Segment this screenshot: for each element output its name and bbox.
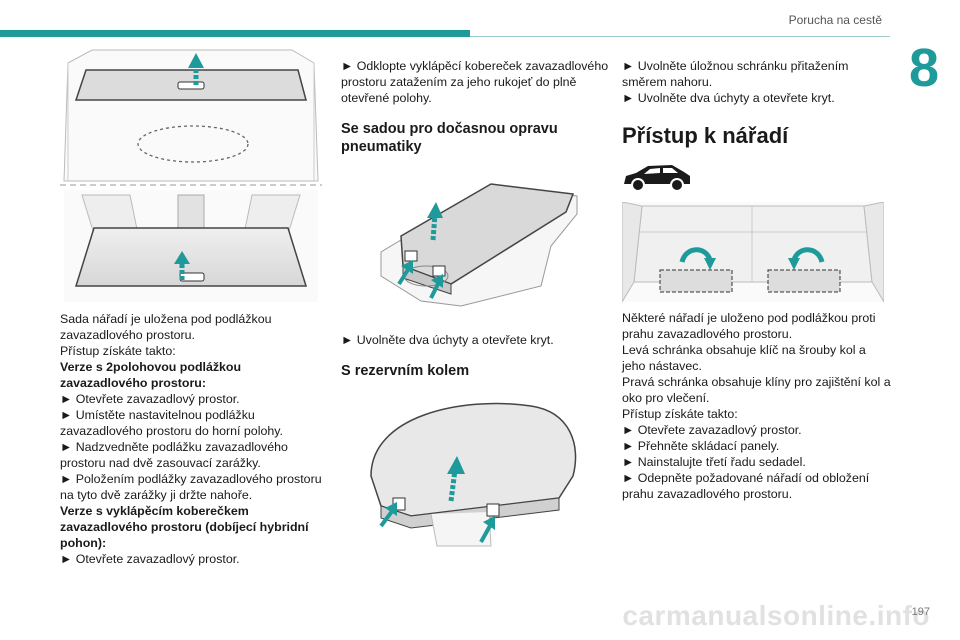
text-line: Přístup získáte takto: [622,407,738,421]
step-line: ► Nainstalujte třetí řadu sedadel. [622,455,806,469]
text-line: směrem nahoru. [622,75,713,89]
up-arrow-icon [447,456,465,502]
subheading-line: zavazadlového prostoru: [60,376,206,390]
section-heading-repair-kit: Se sadou pro dočasnou opravu pneumatiky [341,120,607,156]
text-line: prahu zavazadlového prostoru. [622,327,793,341]
step-line: ► Otevřete zavazadlový prostor. [622,423,802,437]
text-line: prostoru zatažením za jeho rukojeť do pl… [341,75,577,89]
text-line: Přístup získáte takto: [60,344,176,358]
text-line: na tyto dvě zarážky ji držte nahoře. [60,488,253,502]
step-line: ► Uvolněte dva úchyty a otevřete kryt. [341,333,554,347]
up-arrow-icon [479,516,495,543]
section-heading-tools: Přístup k nářadí [622,123,789,148]
text-line: Sada nářadí je uložena pod podlážkou [60,312,272,326]
column-3: ► Uvolněte úložnou schránku přitažením s… [622,58,891,502]
text-line: Některé nářadí je uloženo pod podlážkou … [622,311,876,325]
step-line: ► Přehněte skládací panely. [622,439,780,453]
watermark: carmanualsonline.info [622,600,930,631]
col1-text: Sada nářadí je uložena pod podlážkou zav… [60,311,322,567]
heading-line: Se sadou pro dočasnou opravu [341,121,558,137]
step-line: ► Odepněte požadované nářadí od obložení [622,471,870,485]
text-line: zavazadlového prostoru do horní polohy. [60,424,283,438]
header-rule [470,36,890,37]
subheading-line: Verze s vyklápěcím koberečkem [60,504,249,518]
text-line: Pravá schránka obsahuje klíny pro zajišt… [622,375,891,389]
up-arrow-icon [427,202,443,241]
text-line: prostoru nad dvě zasouvací zarážky. [60,456,261,470]
tool-compartment-illustration [622,202,884,302]
header-accent-bar [0,30,470,37]
text-line: otevřené polohy. [341,91,432,105]
column-2: ► Odklopte vyklápěcí kobereček zavazadlo… [341,58,609,556]
step-line: ► Odklopte vyklápěcí kobereček zavazadlo… [341,59,609,73]
column-1: Sada nářadí je uložena pod podlážkou zav… [60,48,322,567]
up-arrow-icon [379,502,397,528]
section-heading-spare-wheel: S rezervním kolem [341,363,470,379]
text-line: jeho nástavec. [622,359,702,373]
step-line: ► Otevřete zavazadlový prostor. [60,552,240,566]
curved-arrow-icon [788,247,825,270]
curved-arrow-icon [679,247,716,270]
page-number: 197 [911,606,930,618]
text-line: Levá schránka obsahuje klíč na šrouby ko… [622,343,866,357]
subheading-line: zavazadlového prostoru (dobíjecí hybridn… [60,520,309,534]
step-line: ► Nadzvedněte podlážku zavazadlového [60,440,288,454]
chapter-number: 8 [908,38,940,98]
spare-wheel-cover-illustration [370,402,577,547]
step-line: ► Položením podlážky zavazadlového prost… [60,472,322,486]
step-line: ► Uvolněte úložnou schránku přitažením [622,59,849,73]
step-line: ► Uvolněte dva úchyty a otevřete kryt. [622,91,835,105]
step-line: ► Otevřete zavazadlový prostor. [60,392,240,406]
step-line: ► Umístěte nastavitelnou podlážku [60,408,255,422]
car-silhouette-icon [624,165,690,192]
text-line: prahu zavazadlového prostoru. [622,487,793,501]
heading-line: pneumatiky [341,139,422,155]
up-arrow-icon [174,251,190,280]
subheading-line: pohon): [60,536,107,550]
up-arrow-icon [188,53,204,85]
up-arrow-icon [429,274,443,299]
repair-kit-cover-illustration [380,183,578,307]
text-line: oko pro vlečení. [622,391,710,405]
up-arrow-icon [397,260,413,286]
text-line: zavazadlového prostoru. [60,328,196,342]
running-header: Porucha na cestě [788,13,882,27]
trunk-floor-illustration [60,49,322,302]
subheading-line: Verze s 2polohovou podlážkou [60,360,242,374]
